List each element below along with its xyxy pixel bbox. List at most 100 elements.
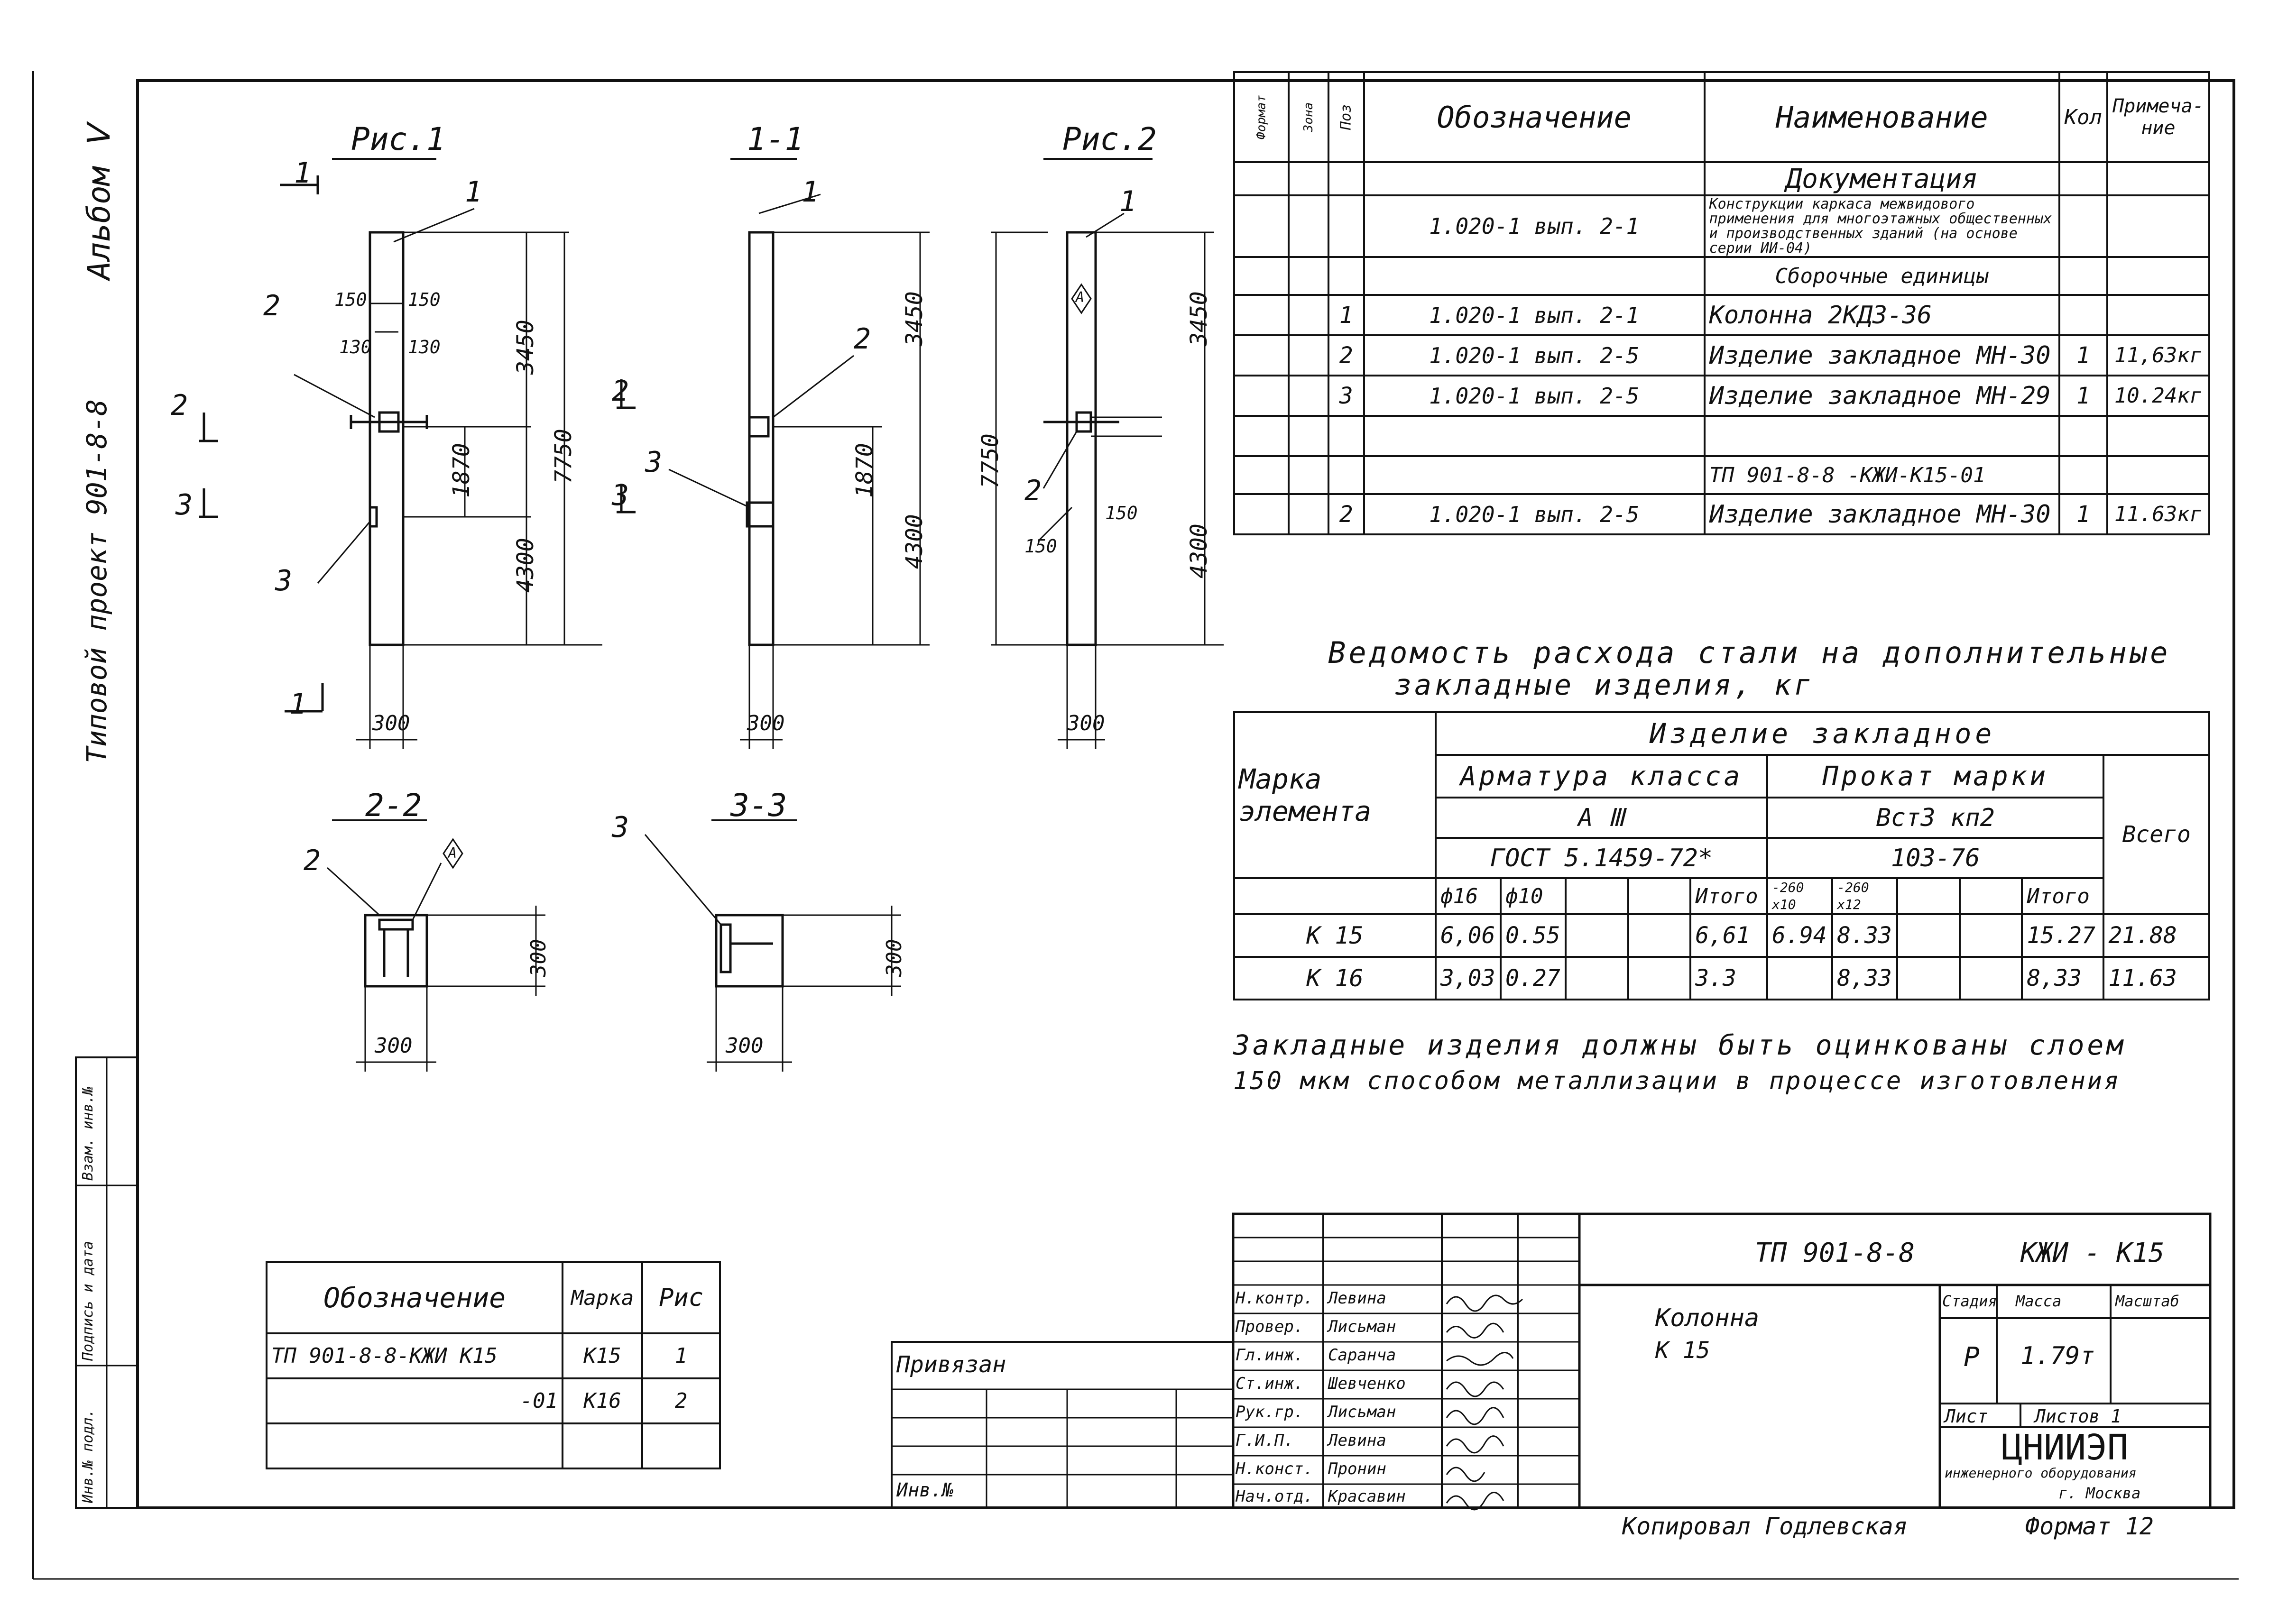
stamp-city: г. Москва xyxy=(2058,1484,2141,1502)
marks-cell xyxy=(562,1422,644,1469)
spec-name: Изделие закладное МН-29 xyxy=(1703,375,2060,417)
steel-cell: 8,33 xyxy=(2021,956,2105,1000)
spec-name xyxy=(1703,415,2060,457)
steel-cell: 3,03 xyxy=(1434,956,1502,1000)
stamp-format: Формат 12 xyxy=(2025,1513,2154,1540)
spec-note xyxy=(2106,415,2211,457)
steel-h-prok: Прокат марки xyxy=(1766,754,2105,798)
dim-150c: 150 xyxy=(1105,503,1138,523)
steel-h-arm-cls: А Ⅲ xyxy=(1434,797,1769,839)
stamp-code2: КЖИ - К15 xyxy=(2020,1238,2165,1268)
marker-3a: 3 xyxy=(175,488,193,522)
dim-150a: 150 xyxy=(334,289,367,310)
spec-designation xyxy=(1363,256,1706,296)
sec33 xyxy=(644,819,901,1072)
spec-pos xyxy=(1327,415,1365,457)
marks-row: ТП 901-8-8-КЖИ К15 К15 1 xyxy=(265,1332,721,1379)
spec-designation: 1.020-1 вып. 2-1 xyxy=(1363,194,1706,258)
spec-name: ТП 901-8-8 -КЖИ-К15-01 xyxy=(1703,455,2060,495)
stamp-role: Ст.инж. xyxy=(1236,1374,1304,1393)
stamp-role: Н.конст. xyxy=(1236,1459,1313,1478)
steel-cell: 8,33 xyxy=(1831,956,1899,1000)
stamp-code: ТП 901-8-8 xyxy=(1755,1238,1915,1268)
marks-cell: -01 xyxy=(265,1377,564,1424)
marks-row: -01 К16 2 xyxy=(265,1377,721,1424)
dim-150b: 150 xyxy=(408,289,441,310)
steel-cell xyxy=(1627,956,1692,1000)
stamp-title1: Колонна xyxy=(1655,1304,1760,1332)
spec-pos: 1 xyxy=(1327,294,1365,336)
spec-pos: 3 xyxy=(1327,375,1365,417)
spec-pos: 2 xyxy=(1327,493,1365,535)
stamp-title2: К 15 xyxy=(1655,1337,1710,1364)
steel-cell: 3.3 xyxy=(1689,956,1769,1000)
stamp-role-name: Лисьман xyxy=(1328,1317,1396,1336)
marker-3d: 3 xyxy=(612,479,629,512)
spec-row: 3 1.020-1 вып. 2-5 Изделие закладное МН-… xyxy=(1233,375,2211,417)
stamp-mass: 1.79т xyxy=(2020,1342,2095,1370)
marker-1d: 1 xyxy=(802,175,819,209)
marker-2a: 2 xyxy=(263,289,281,322)
steel-cell: 6,61 xyxy=(1689,913,1769,958)
steel-cell xyxy=(1565,913,1629,958)
stamp-role-name: Левина xyxy=(1328,1289,1386,1308)
spec-h-note: Примеча-ние xyxy=(2106,71,2211,163)
steel-h-prok-std: 103-76 xyxy=(1766,837,2105,879)
marker-2d: 2 xyxy=(612,375,629,408)
dim-300e: 300 xyxy=(375,1034,413,1058)
steel-cell: 0.55 xyxy=(1500,913,1567,958)
stamp-role-name: Красавин xyxy=(1328,1487,1406,1506)
spec-note xyxy=(2106,161,2211,196)
steel-cell: 8.33 xyxy=(1831,913,1899,958)
sec11-column xyxy=(617,193,930,749)
steel-h-mark: Марка элемента xyxy=(1233,711,1437,879)
steel-h-arm-std: ГОСТ 5.1459-72* xyxy=(1434,837,1769,879)
stamp-role: Рук.гр. xyxy=(1236,1403,1304,1422)
steel-sub-4: Итого xyxy=(1689,877,1769,915)
spec-designation: 1.020-1 вып. 2-1 xyxy=(1363,294,1706,336)
fig2-title: Рис.2 xyxy=(1062,121,1157,157)
spec-qty xyxy=(2058,455,2108,495)
steel-sub-9: Итого xyxy=(2021,877,2105,915)
spec-designation: 1.020-1 вып. 2-5 xyxy=(1363,375,1706,417)
steel-cell: 15.27 xyxy=(2021,913,2105,958)
fig1-column xyxy=(199,175,602,749)
stamp-role-name: Левина xyxy=(1328,1431,1386,1450)
spec-note: 11,63кг xyxy=(2106,334,2211,376)
marker-1a: 1 xyxy=(294,156,312,190)
stamp-privyazan: Привязан xyxy=(896,1351,1006,1378)
sec22 xyxy=(326,819,545,1072)
marks-cell: К16 xyxy=(562,1377,644,1424)
spec-pos xyxy=(1327,256,1365,296)
steel-cell: 0.27 xyxy=(1500,956,1567,1000)
marks-h-fig: Рис xyxy=(641,1261,721,1334)
stamp-role-name: Пронин xyxy=(1328,1459,1386,1478)
stamp-role: Нач.отд. xyxy=(1236,1487,1313,1506)
note-line1: Закладные изделия должны быть оцинкованы… xyxy=(1233,1029,2126,1061)
spec-name: Колонна 2КДЗ-36 xyxy=(1703,294,2060,336)
steel-cell: 6.94 xyxy=(1766,913,1834,958)
spec-row: 2 1.020-1 вып. 2-5 Изделие закладное МН-… xyxy=(1233,334,2211,376)
steel-row: К 16 3,03 0.27 3.3 8,33 8,33 11.63 xyxy=(1233,956,2210,1000)
dim-130a: 130 xyxy=(339,337,372,358)
spec-note xyxy=(2106,256,2211,296)
marks-row xyxy=(265,1422,721,1469)
marks-cell: К15 xyxy=(562,1332,644,1379)
steel-row: К 15 6,06 0.55 6,61 6.94 8.33 15.27 21.8… xyxy=(1233,913,2210,958)
steel-sub-0: ф16 xyxy=(1434,877,1502,915)
spec-qty xyxy=(2058,294,2108,336)
spec-name: Документация xyxy=(1703,161,2060,196)
spec-note: 11.63кг xyxy=(2106,493,2211,535)
marker-2f: 2 xyxy=(304,844,321,877)
stamp-mass-h: Масса xyxy=(2016,1292,2062,1310)
steel-sub-5: -260 x10 xyxy=(1766,877,1834,915)
steel-table: Марка элемента Изделие закладное Арматур… xyxy=(1233,711,2211,1000)
spec-designation: 1.020-1 вып. 2-5 xyxy=(1363,493,1706,535)
spec-qty: 1 xyxy=(2058,334,2108,376)
steel-mark: К 16 xyxy=(1233,956,1437,1000)
steel-h-arm: Арматура класса xyxy=(1434,754,1769,798)
spec-h-qty: Кол xyxy=(2058,71,2108,163)
marker-3b: 3 xyxy=(275,564,293,597)
dim-150d: 150 xyxy=(1024,536,1057,557)
